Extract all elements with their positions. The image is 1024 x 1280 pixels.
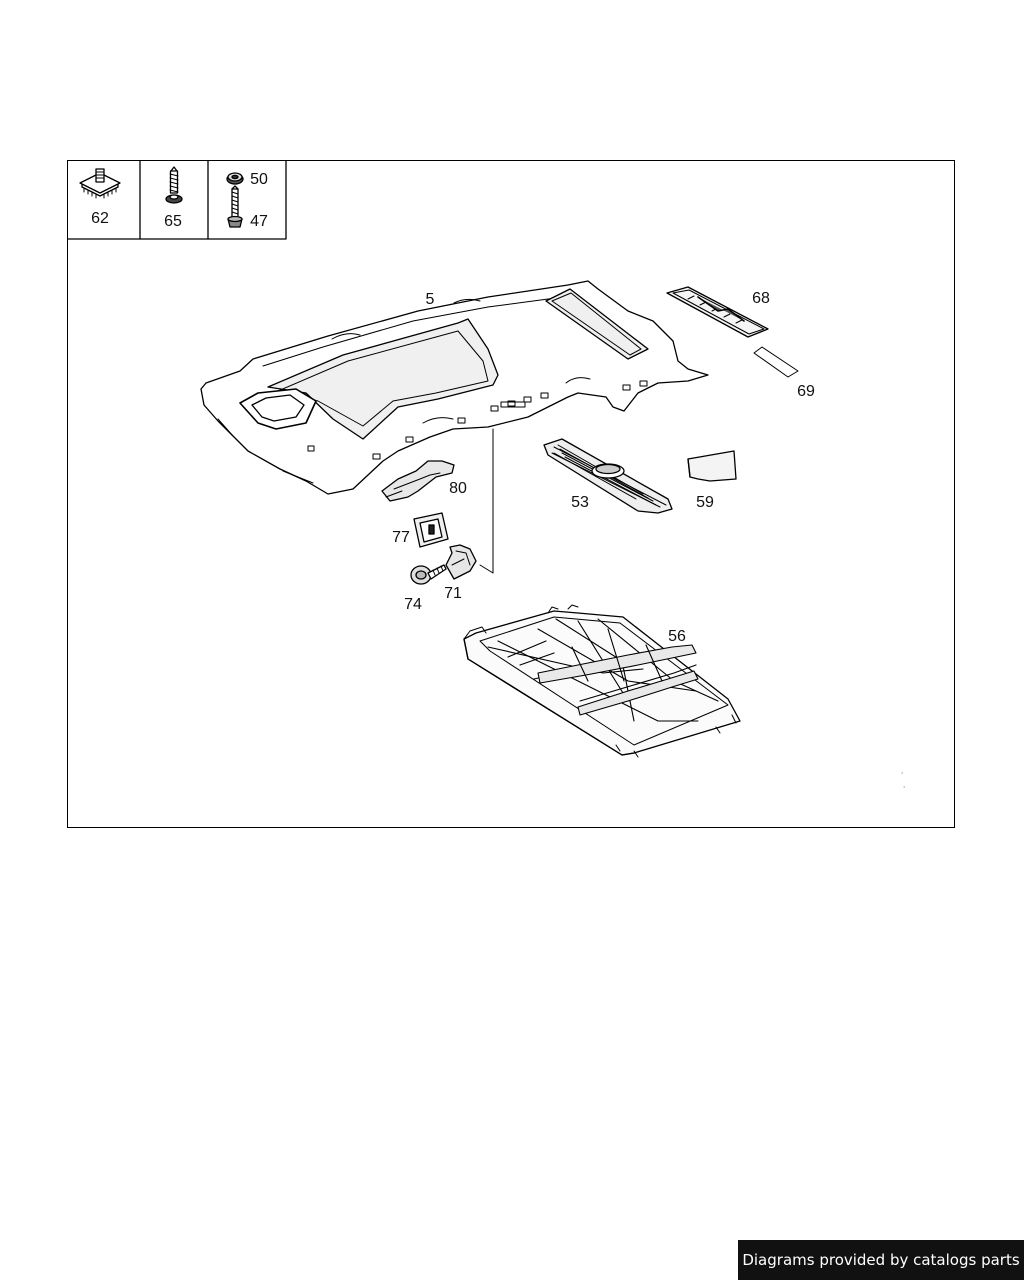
callout-53: 53	[571, 494, 589, 511]
callout-59: 59	[696, 494, 714, 511]
legend-number-62: 62	[91, 210, 109, 227]
footer-credit-badge: Diagrams provided by catalogs parts	[738, 1240, 1024, 1280]
legend-number-65: 65	[164, 213, 182, 230]
callout-71: 71	[444, 585, 462, 602]
diagram-drawing	[68, 161, 905, 788]
parts-diagram: 62 65 50 47 5 68 69 80 53 59 77 74 71 56	[67, 160, 955, 828]
fastener-legend	[68, 161, 287, 240]
trim-strip-68	[666, 286, 769, 338]
bracket-80	[381, 460, 455, 502]
callout-69: 69	[797, 383, 815, 400]
callout-80: 80	[449, 480, 467, 497]
footer-credit-text: Diagrams provided by catalogs parts	[742, 1251, 1020, 1269]
callout-77: 77	[392, 529, 410, 546]
grille-53	[543, 438, 673, 514]
clip-nut-62	[79, 168, 121, 199]
callout-56: 56	[668, 628, 686, 645]
bolt-47	[227, 185, 243, 228]
screw-65	[165, 166, 183, 204]
callout-68: 68	[752, 290, 770, 307]
pad-59	[687, 450, 737, 482]
frame-56	[463, 604, 741, 758]
legend-number-47: 47	[250, 213, 268, 230]
washer-50	[226, 172, 244, 185]
screw-74	[410, 564, 447, 585]
legend-number-50: 50	[250, 171, 268, 188]
callout-5: 5	[425, 291, 435, 308]
callout-74: 74	[404, 596, 422, 613]
switch-77	[413, 512, 449, 548]
leader-line	[479, 428, 494, 574]
headliner-5	[200, 280, 709, 495]
clip-71	[445, 544, 477, 580]
label-69	[753, 346, 799, 378]
